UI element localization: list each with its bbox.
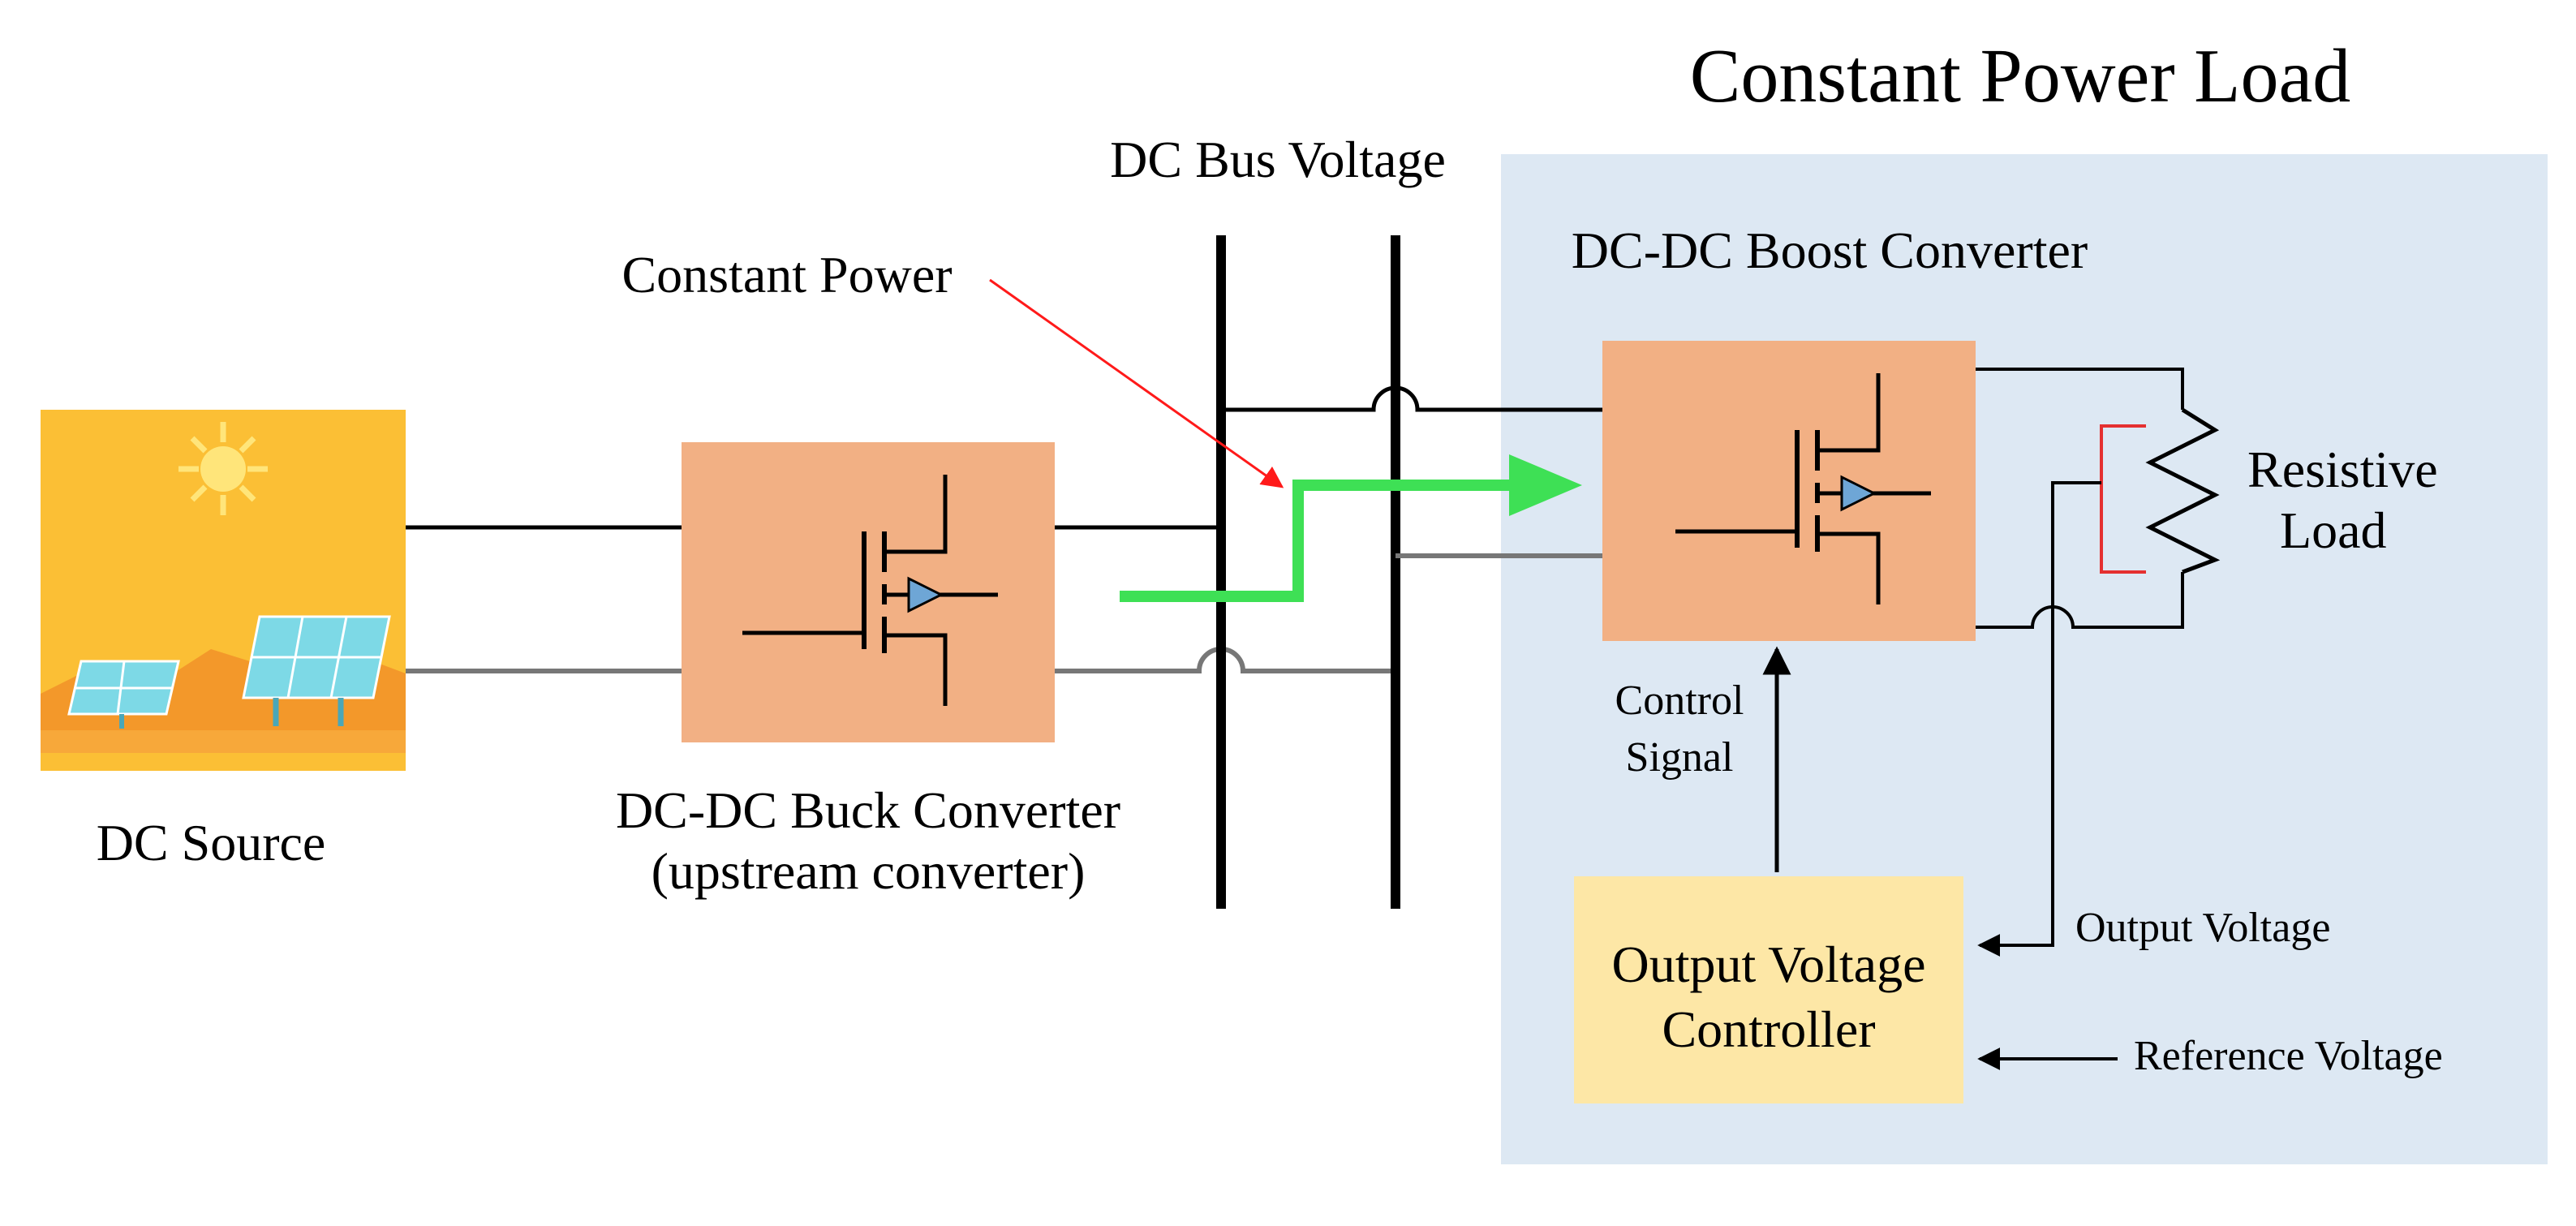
- resistor-icon: [2145, 407, 2221, 574]
- dc-source-label: DC Source: [97, 814, 326, 871]
- constant-power-label: Constant Power: [621, 246, 952, 303]
- wire-load-bottom: [1976, 572, 2184, 629]
- diagram-title: Constant Power Load: [1690, 34, 2351, 118]
- sun-icon: [178, 422, 268, 515]
- resistive-load-label: Resistive: [2247, 441, 2438, 498]
- boost-converter-box: [1602, 341, 1976, 641]
- wire-load-top: [1976, 368, 2184, 410]
- output-voltage-feedback-wire: [1977, 481, 2101, 957]
- buck-converter-box: [682, 442, 1055, 742]
- power-flow-arrowhead: [1509, 454, 1582, 516]
- output-voltage-controller-box: [1574, 876, 1963, 1103]
- controller-label-2: Controller: [1662, 1000, 1875, 1058]
- control-signal-label-2: Signal: [1626, 734, 1734, 781]
- control-signal-label: Control: [1615, 678, 1744, 724]
- voltage-sensor-bracket: [2100, 424, 2146, 574]
- dc-bus-label: DC Bus Voltage: [1110, 131, 1446, 188]
- constant-power-pointer: [989, 278, 1284, 488]
- solar-panel-icon: [41, 410, 406, 771]
- output-voltage-label: Output Voltage: [2075, 905, 2330, 951]
- reference-voltage-label: Reference Voltage: [2134, 1033, 2443, 1079]
- power-flow-line: [1120, 480, 1517, 602]
- wire-bus-positive: [1221, 385, 1602, 412]
- controller-label: Output Voltage: [1612, 936, 1926, 993]
- buck-converter-label: DC-DC Buck Converter: [616, 781, 1120, 839]
- resistive-load-label-2: Load: [2280, 501, 2387, 559]
- buck-converter-sublabel: (upstream converter): [652, 842, 1086, 900]
- boost-converter-label: DC-DC Boost Converter: [1572, 222, 2088, 279]
